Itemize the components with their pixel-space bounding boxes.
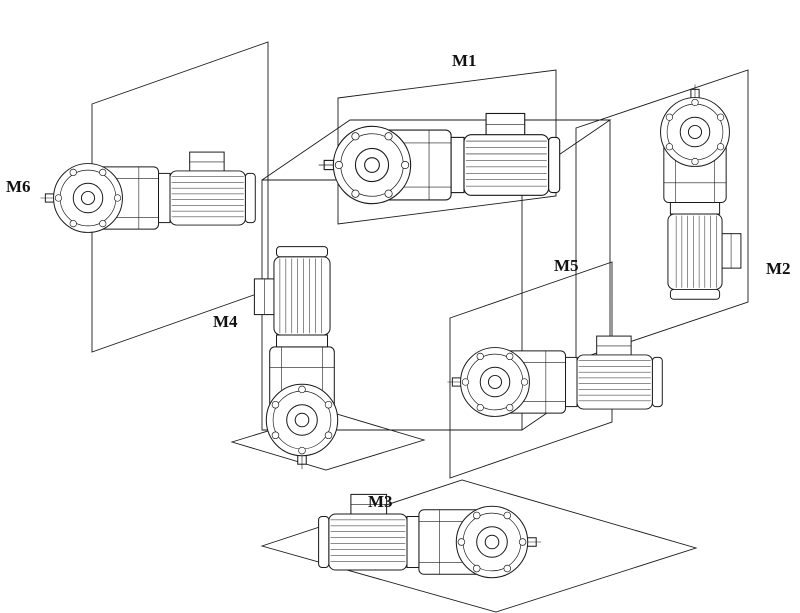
- motor-m6: [39, 151, 256, 233]
- mounting-plane-m5: [449, 261, 613, 479]
- label-m1: M1: [452, 51, 477, 70]
- label-m3: M3: [368, 492, 393, 511]
- motor-m4: [253, 246, 339, 470]
- motor-m3: [318, 493, 542, 579]
- label-m5: M5: [554, 256, 579, 275]
- motor-m2: [660, 83, 742, 300]
- label-m6: M6: [6, 177, 31, 196]
- mounting-plane-m3: [260, 479, 698, 613]
- motor-m1: [318, 112, 561, 205]
- label-m4: M4: [213, 312, 238, 331]
- label-m2: M2: [766, 259, 791, 278]
- cube-top-face: [261, 119, 612, 181]
- motor-m5: [446, 335, 663, 417]
